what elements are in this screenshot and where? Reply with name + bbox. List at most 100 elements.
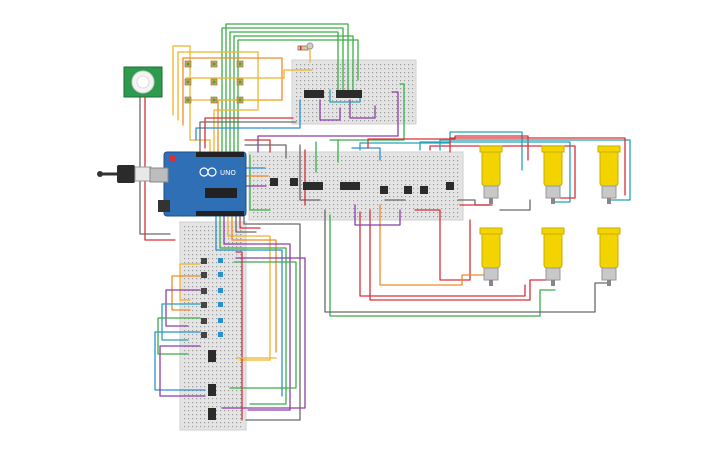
resistor-icon — [218, 302, 223, 307]
breadboard-hole — [204, 282, 206, 284]
breadboard-hole — [433, 156, 435, 158]
breadboard-hole — [208, 326, 210, 328]
breadboard-hole — [296, 108, 298, 110]
breadboard-hole — [337, 216, 339, 218]
pushbutton-icon[interactable] — [201, 332, 207, 338]
reset-button[interactable] — [170, 156, 176, 162]
breadboard-hole — [401, 172, 403, 174]
breadboard-hole — [212, 290, 214, 292]
breadboard-hole — [224, 258, 226, 260]
breadboard-hole — [212, 334, 214, 336]
pushbutton-icon[interactable] — [236, 60, 244, 68]
breadboard-hole — [228, 370, 230, 372]
breadboard-hole — [317, 216, 319, 218]
breadboard-hole — [356, 68, 358, 70]
breadboard-hole — [361, 216, 363, 218]
breadboard-hole — [253, 180, 255, 182]
breadboard-hole — [192, 262, 194, 264]
breadboard-hole — [224, 338, 226, 340]
breadboard-hole — [449, 164, 451, 166]
pushbutton-icon[interactable] — [184, 96, 192, 104]
breadboard-hole — [372, 108, 374, 110]
breadboard-hole — [184, 350, 186, 352]
breadboard-hole — [345, 160, 347, 162]
breadboard-hole — [308, 76, 310, 78]
breadboard-hole — [192, 378, 194, 380]
breadboard-hole — [385, 216, 387, 218]
breadboard-hole — [433, 208, 435, 210]
breadboard-hole — [309, 196, 311, 198]
breadboard-hole — [301, 156, 303, 158]
breadboard-hole — [409, 196, 411, 198]
pushbutton-icon[interactable] — [201, 258, 207, 264]
breadboard-hole — [228, 262, 230, 264]
pushbutton-icon[interactable] — [236, 78, 244, 86]
breadboard-hole — [405, 160, 407, 162]
pushbutton-icon[interactable] — [210, 60, 218, 68]
wire — [349, 99, 376, 119]
breadboard-hole — [389, 212, 391, 214]
breadboard-hole — [204, 398, 206, 400]
breadboard-hole — [389, 188, 391, 190]
breadboard-hole — [369, 184, 371, 186]
breadboard-hole — [204, 330, 206, 332]
breadboard-hole — [408, 104, 410, 106]
breadboard-hole — [228, 406, 230, 408]
breadboard-hole — [196, 246, 198, 248]
pushbutton-icon[interactable] — [201, 302, 207, 308]
breadboard-hole — [353, 156, 355, 158]
breadboard-hole — [385, 156, 387, 158]
breadboard-hole — [236, 242, 238, 244]
breadboard-hole — [393, 208, 395, 210]
pushbutton-icon[interactable] — [210, 78, 218, 86]
breadboard-hole — [240, 266, 242, 268]
breadboard-hole — [273, 176, 275, 178]
breadboard-hole — [453, 196, 455, 198]
wire — [233, 35, 354, 153]
breadboard-hole — [236, 374, 238, 376]
breadboard-hole — [377, 160, 379, 162]
pushbutton-icon[interactable] — [201, 318, 207, 324]
breadboard-hole — [384, 88, 386, 90]
breadboard-hole — [437, 200, 439, 202]
breadboard-hole — [204, 226, 206, 228]
breadboard-hole — [232, 294, 234, 296]
pushbutton-icon[interactable] — [184, 78, 192, 86]
breadboard-hole — [340, 100, 342, 102]
breadboard-hole — [336, 88, 338, 90]
pushbutton-icon[interactable] — [210, 96, 218, 104]
ic-chip — [340, 182, 360, 190]
breadboard-hole — [204, 310, 206, 312]
breadboard-hole — [257, 156, 259, 158]
breadboard-hole — [204, 350, 206, 352]
breadboard-hole — [368, 104, 370, 106]
breadboard-hole — [184, 342, 186, 344]
breadboard-hole — [389, 156, 391, 158]
breadboard-hole — [336, 100, 338, 102]
breadboard-hole — [376, 88, 378, 90]
breadboard-hole — [184, 230, 186, 232]
breadboard-hole — [341, 204, 343, 206]
breadboard-hole — [208, 370, 210, 372]
breadboard-hole — [372, 76, 374, 78]
breadboard-hole — [328, 88, 330, 90]
pushbutton-icon[interactable] — [236, 96, 244, 104]
breadboard-hole — [445, 188, 447, 190]
breadboard-hole — [224, 326, 226, 328]
pushbutton-icon[interactable] — [201, 272, 207, 278]
breadboard-hole — [277, 188, 279, 190]
breadboard-hole — [184, 382, 186, 384]
breadboard-hole — [273, 168, 275, 170]
breadboard-hole — [376, 92, 378, 94]
breadboard-hole — [457, 212, 459, 214]
breadboard-hole — [404, 80, 406, 82]
pushbutton-icon[interactable] — [201, 288, 207, 294]
pushbutton-icon[interactable] — [184, 60, 192, 68]
breadboard-hole — [188, 262, 190, 264]
breadboard-hole — [368, 72, 370, 74]
breadboard-hole — [188, 326, 190, 328]
breadboard-hole — [361, 164, 363, 166]
breadboard-hole — [392, 112, 394, 114]
breadboard-hole — [277, 176, 279, 178]
breadboard-hole — [324, 104, 326, 106]
